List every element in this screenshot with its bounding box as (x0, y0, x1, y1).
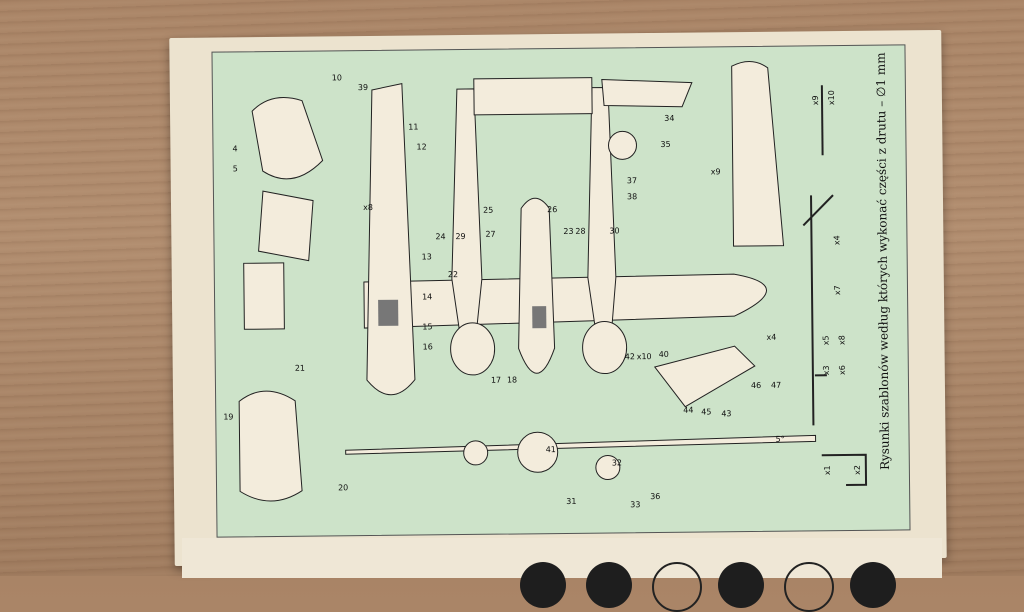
part-label: 13 (422, 252, 432, 261)
part-label: 4 (232, 144, 237, 153)
gear-strut (601, 79, 693, 108)
part-label: 18 (507, 375, 517, 384)
part-label: 24 (435, 232, 445, 241)
part-label: 30 (609, 226, 619, 235)
part-label: 44 (683, 406, 693, 415)
engine-detail (251, 97, 324, 180)
propeller-hub (595, 455, 621, 481)
part-label: 43 (721, 409, 731, 418)
dot (652, 562, 702, 612)
part-label: 25 (483, 206, 493, 215)
wire-label: x9 (811, 95, 820, 105)
part-label: 22 (448, 270, 458, 279)
hatched-area (532, 306, 547, 329)
part-label: 36 (650, 492, 660, 501)
wire-label: x6 (838, 365, 847, 375)
part-label: 23 (563, 227, 573, 236)
wire-label: x3 (822, 365, 831, 375)
right-engine (582, 321, 628, 375)
part-label: 14 (422, 292, 432, 301)
part-label: 38 (627, 192, 637, 201)
part-label: 37 (627, 176, 637, 185)
part-label: 41 (546, 445, 556, 454)
wire-label: x2 (853, 465, 862, 475)
part-label: 26 (547, 205, 557, 214)
part-label: 39 (358, 83, 368, 92)
part-label: 46 (751, 381, 761, 390)
wire-template (820, 85, 824, 156)
part-label: 11 (408, 122, 418, 131)
wire-label: x7 (833, 285, 842, 295)
part-label: 21 (295, 364, 305, 373)
part-label: 5 (233, 164, 238, 173)
fuselage-section (731, 60, 785, 247)
part-label: 45 (701, 407, 711, 416)
wire-template (821, 453, 868, 487)
gear-wheel (607, 130, 637, 160)
part-label: 19 (223, 412, 233, 421)
part-label: 29 (455, 232, 465, 241)
wire-label: x5 (821, 335, 830, 345)
dot (520, 562, 566, 608)
left-engine (450, 322, 496, 376)
part-label: x10 (637, 352, 652, 361)
angle-label: 5° (776, 435, 785, 444)
part-label: x9 (711, 167, 721, 176)
part-label: 31 (566, 497, 576, 506)
wire-label: x4 (832, 235, 841, 245)
model-plane-diagram: 10 4 5 11 12 13 14 15 16 17 18 19 20 21 … (223, 60, 868, 509)
propeller-assembly (653, 345, 756, 408)
part-label: 10 (332, 73, 342, 82)
central-nacelle (518, 197, 556, 374)
propeller-hub (463, 440, 489, 466)
part-label: 40 (659, 350, 669, 359)
wire-templates (802, 194, 834, 426)
part-label: 35 (660, 140, 670, 149)
dot (850, 562, 896, 608)
part-label: 16 (423, 342, 433, 351)
front-view-wing (345, 434, 817, 455)
part-label: x8 (363, 203, 373, 212)
part-label: 12 (416, 142, 426, 151)
cockpit-detail (238, 390, 303, 502)
part-label: 27 (485, 230, 495, 239)
dot (718, 562, 764, 608)
part-label: 20 (338, 483, 348, 492)
part-label: 17 (491, 376, 501, 385)
part-label: 15 (422, 322, 432, 331)
part-label: 28 (575, 227, 585, 236)
tail-plane (473, 77, 593, 116)
front-view-fuselage (517, 431, 559, 473)
nacelle-part (258, 190, 314, 262)
part-label: 33 (630, 500, 640, 509)
part-label: 34 (664, 114, 674, 123)
part-label: 32 (612, 458, 622, 467)
part-label: 47 (771, 381, 781, 390)
part-label: 42 (625, 352, 635, 361)
dot (586, 562, 632, 608)
wire-label: x10 (827, 90, 836, 105)
part-label: x4 (766, 333, 776, 342)
hatched-area (378, 299, 399, 326)
dot (784, 562, 834, 612)
wire-label: x8 (837, 335, 846, 345)
block-part (243, 262, 285, 330)
wire-label: x1 (823, 465, 832, 475)
